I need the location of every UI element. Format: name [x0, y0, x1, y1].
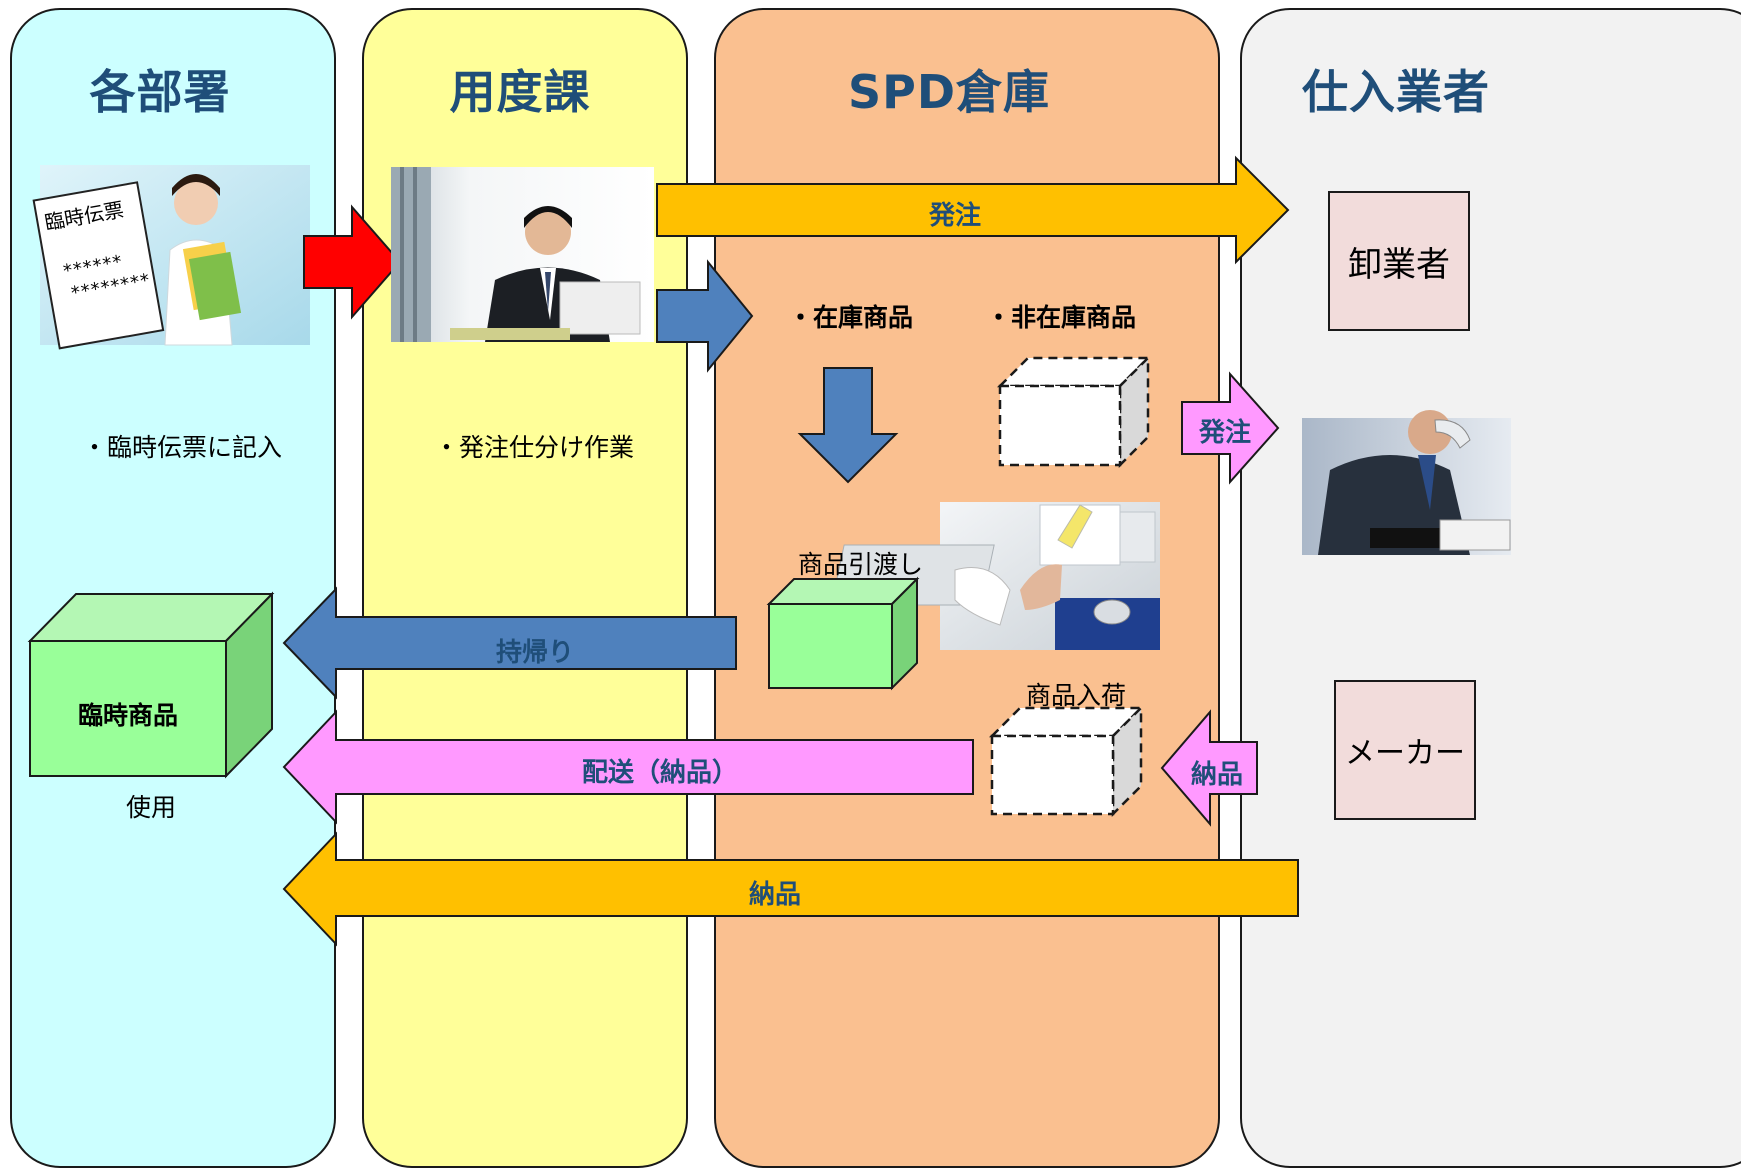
diagram-shapes [27, 155, 1511, 947]
delivery-arrow-in [1160, 709, 1258, 827]
order-arrow-top [656, 155, 1290, 265]
handover-label: 商品引渡し [798, 550, 924, 579]
arrival-label: 商品入荷 [1026, 681, 1127, 710]
order-arrow-vendor-label: 発注 [1198, 418, 1251, 448]
lane-suppliers [1240, 8, 1741, 1168]
blue-arrow-to-warehouse [656, 259, 754, 373]
non-stock-item-label: ・非在庫商品 [986, 303, 1137, 332]
takeback-arrow-label: 持帰り [495, 638, 574, 668]
memo-slip [32, 181, 165, 350]
nurse-photo [32, 165, 310, 350]
delivery-arrow-dist [282, 709, 974, 825]
delivery-arrow-bottom-label: 納品 [748, 880, 801, 910]
maker-box: メーカー [1334, 680, 1476, 820]
office-worker-photo [391, 167, 654, 342]
order-arrow-vendor [1181, 371, 1280, 485]
order-arrow-top-label: 発注 [928, 201, 981, 231]
phone-worker-photo [1302, 410, 1511, 555]
blue-down-arrow [797, 367, 899, 484]
temp-goods-box [27, 591, 275, 779]
temp-goods-label: 臨時商品 [77, 701, 178, 730]
lane-title-departments: 各部署 [89, 65, 231, 119]
lane-title-purchasing: 用度課 [449, 65, 591, 119]
dept-task-label: ・臨時伝票に記入 [82, 433, 283, 462]
arrival-dashed-box [988, 704, 1145, 818]
handover-box [766, 576, 920, 691]
delivery-arrow-bottom [282, 831, 1299, 947]
delivery-arrow-dist-label: 配送（納品） [581, 758, 738, 788]
delivery-arrow-in-label: 納品 [1190, 760, 1243, 790]
wholesaler-box: 卸業者 [1328, 191, 1470, 331]
takeback-arrow [282, 586, 737, 700]
purchasing-task-label: ・発注仕分け作業 [434, 433, 635, 462]
red-arrow [303, 204, 402, 320]
lane-title-suppliers: 仕入業者 [1302, 65, 1490, 119]
use-label: 使用 [126, 793, 177, 822]
stock-item-label: ・在庫商品 [788, 303, 914, 332]
non-stock-dashed-box [996, 354, 1152, 469]
lane-title-spd-warehouse: SPD倉庫 [847, 65, 1051, 119]
